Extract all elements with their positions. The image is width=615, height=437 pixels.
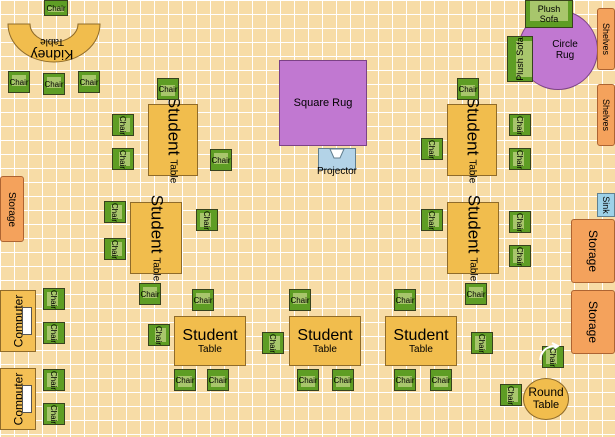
square-rug[interactable]: Square Rug — [279, 60, 367, 146]
chair[interactable]: Chair — [192, 289, 214, 311]
chair[interactable]: Chair — [8, 71, 30, 93]
chair[interactable]: Chair — [421, 138, 443, 160]
chair[interactable]: Chair — [207, 369, 229, 391]
shelves[interactable]: Shelves — [597, 84, 615, 146]
chair[interactable]: Chair — [43, 403, 65, 425]
chair[interactable]: Chair — [332, 369, 354, 391]
computer-station[interactable]: Computer — [0, 368, 36, 430]
storage-cabinet[interactable]: Storage — [571, 290, 615, 354]
chair[interactable]: Chair — [104, 201, 126, 223]
chair[interactable]: Chair — [104, 238, 126, 260]
chair[interactable]: Chair — [139, 283, 161, 305]
chair[interactable]: Chair — [157, 78, 179, 100]
computer-station[interactable]: Computer — [0, 290, 36, 352]
chair[interactable]: Chair — [297, 369, 319, 391]
kidney-table-label: Kidney Table — [30, 34, 74, 64]
keyboard-icon — [22, 385, 32, 413]
chair[interactable]: Chair — [44, 0, 68, 16]
chair[interactable]: Chair — [421, 209, 443, 231]
shelves[interactable]: Shelves — [597, 8, 615, 70]
kidney-table-icon[interactable] — [6, 0, 102, 66]
storage-cabinet[interactable]: Storage — [571, 219, 615, 283]
keyboard-icon — [22, 307, 32, 335]
chair[interactable]: Chair — [394, 369, 416, 391]
chair[interactable]: Chair — [112, 148, 134, 170]
chair[interactable]: Chair — [262, 332, 284, 354]
plush-sofa[interactable]: Plush Sofa — [525, 0, 573, 28]
chair[interactable]: Chair — [78, 71, 100, 93]
chair[interactable]: Chair — [509, 114, 531, 136]
chair[interactable]: Chair — [542, 346, 564, 368]
door-swing-icon — [539, 342, 560, 361]
chair[interactable]: Chair — [471, 332, 493, 354]
chair[interactable]: Chair — [148, 324, 170, 346]
chair[interactable]: Chair — [43, 322, 65, 344]
plush-sofa[interactable]: Plush Sofa — [507, 36, 533, 82]
chair[interactable]: Chair — [457, 78, 479, 100]
chair[interactable]: Chair — [509, 245, 531, 267]
chair[interactable]: Chair — [500, 384, 522, 406]
chair[interactable]: Chair — [43, 369, 65, 391]
plush-sofa-label: Plush Sofa — [537, 4, 561, 24]
chair[interactable]: Chair — [394, 289, 416, 311]
storage-cabinet[interactable]: Storage — [0, 176, 24, 242]
sink[interactable]: Sink — [597, 193, 615, 217]
kidney-table-sublabel: Table — [40, 36, 64, 47]
chair[interactable]: Chair — [174, 369, 196, 391]
chair[interactable]: Chair — [43, 73, 65, 95]
chair[interactable]: Chair — [509, 211, 531, 233]
projector-icon[interactable] — [318, 148, 356, 170]
chair[interactable]: Chair — [430, 369, 452, 391]
kidney-label: Kidney — [30, 47, 74, 63]
circle-rug-label: Circle Rug — [552, 39, 578, 61]
chair[interactable]: Chair — [289, 289, 311, 311]
chair[interactable]: Chair — [465, 283, 487, 305]
chair[interactable]: Chair — [43, 288, 65, 310]
chair[interactable]: Chair — [509, 148, 531, 170]
chair[interactable]: Chair — [210, 149, 232, 171]
chair[interactable]: Chair — [112, 114, 134, 136]
chair[interactable]: Chair — [196, 209, 218, 231]
round-table[interactable]: Round Table — [523, 378, 569, 420]
projector-label: Projector — [316, 165, 357, 177]
